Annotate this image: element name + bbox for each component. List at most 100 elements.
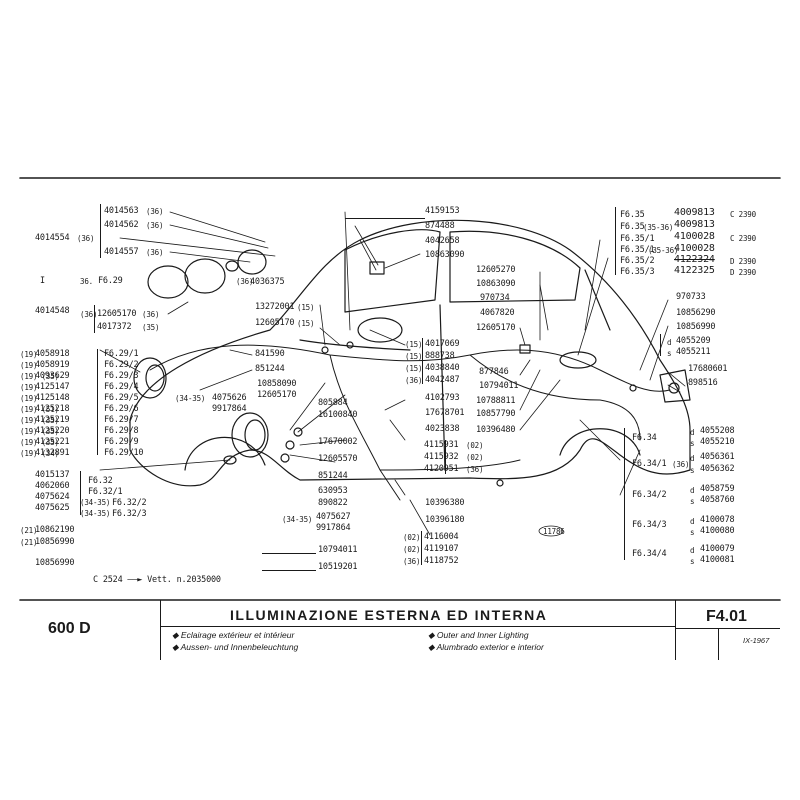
part-number: 4125147	[35, 382, 70, 392]
part-number: 4055208	[700, 426, 735, 436]
part-note: (36)	[236, 277, 254, 286]
part-number: 4062060	[35, 481, 70, 491]
part-number: 10856990	[35, 558, 75, 568]
title-divider-left	[160, 600, 161, 660]
part-number: 4014554	[35, 233, 70, 243]
part-number: 10794011	[479, 381, 519, 391]
part-note: (19) (35)	[20, 372, 59, 381]
part-number: 10863090	[425, 250, 465, 260]
part-note: (02)	[403, 533, 421, 542]
part-number: 4115932	[424, 452, 459, 462]
bracket-line	[660, 334, 661, 356]
part-number: 4100081	[700, 555, 735, 565]
connector-a	[321, 346, 329, 354]
part-number: 4125219	[35, 415, 70, 425]
bracket-line	[624, 428, 625, 560]
part-number: 4132891	[35, 448, 70, 458]
door-line	[439, 304, 446, 471]
subtitle-fr: ◆ Eclairage extérieur et intérieur	[172, 630, 295, 640]
part-number: 898516	[688, 378, 718, 388]
part-number: 10794011	[318, 545, 358, 555]
figure-ref: F6.32/3	[112, 509, 147, 519]
headlamp-left	[133, 357, 167, 399]
tail-light-bulb	[668, 382, 680, 394]
subtitle-en: ◆ Outer and Inner Lighting	[428, 630, 529, 640]
drawing-number: 11786	[543, 527, 565, 536]
connector-d	[285, 440, 295, 450]
part-note: (36)	[672, 460, 690, 469]
part-note: (36)	[405, 376, 423, 385]
part-number: 4120951	[424, 464, 459, 474]
part-number: 4100028	[674, 243, 715, 254]
bracket-line	[100, 204, 101, 258]
part-number: 17670002	[318, 437, 358, 447]
part-number: 4015137	[35, 470, 70, 480]
part-note: (19) (35)	[20, 438, 59, 447]
part-number: 12605270	[476, 265, 516, 275]
part-number: 4125148	[35, 393, 70, 403]
connector-e	[280, 453, 290, 463]
leader-rule	[262, 570, 316, 571]
side-indicator	[223, 455, 237, 465]
part-number: 10862190	[35, 525, 75, 535]
part-note: (15)	[297, 319, 315, 328]
side-marker: s	[690, 466, 695, 475]
figure-ref: F6.34/4	[632, 549, 667, 559]
part-number: 12605170	[255, 318, 295, 328]
part-note: (19)	[20, 350, 38, 359]
part-number: 4100079	[700, 544, 735, 554]
top-lamp	[369, 261, 385, 275]
side-marker: s	[690, 439, 695, 448]
part-number: 4038840	[425, 363, 460, 373]
part-number: 10396380	[425, 498, 465, 508]
figure-ref: F6.35	[620, 210, 645, 220]
part-note: (34-35)	[80, 509, 111, 518]
part-number: 4058759	[700, 484, 735, 494]
figure-ref: F6.35/2	[620, 256, 655, 266]
part-number: 10856290	[676, 308, 716, 318]
bracket-line	[422, 338, 423, 384]
part-number: 4014563	[104, 206, 139, 216]
part-number: 630953	[318, 486, 348, 496]
part-number: 4159153	[425, 206, 460, 216]
marker-one: I	[40, 276, 45, 286]
car-body-outline	[129, 219, 691, 487]
part-number: 4100028	[674, 231, 715, 242]
part-note: (15)	[405, 364, 423, 373]
part-number: 4067820	[480, 308, 515, 318]
part-number: 970734	[480, 293, 510, 303]
headlamp-bowl	[237, 249, 267, 275]
steering-wheel-right	[559, 351, 597, 369]
bracket-line	[97, 349, 98, 455]
part-number: 4055210	[700, 437, 735, 447]
part-number: 4058760	[700, 495, 735, 505]
part-number: 4017069	[425, 339, 460, 349]
part-number: 4100078	[700, 515, 735, 525]
supersession-code: D 2390	[730, 268, 756, 277]
supersession-code: C 2390	[730, 210, 756, 219]
part-number: 4058918	[35, 349, 70, 359]
part-number: 4125218	[35, 404, 70, 414]
part-note: (02)	[403, 545, 421, 554]
part-number: 10858090	[257, 379, 297, 389]
leader-rule	[345, 218, 425, 219]
part-note: (19) (34)	[20, 449, 59, 458]
bracket-line	[615, 207, 616, 275]
part-number: 874488	[425, 221, 455, 231]
part-number: 9917864	[212, 404, 247, 414]
part-number: 4036375	[250, 277, 285, 287]
figure-ref: F6.29/7	[104, 415, 139, 425]
part-number: 16100840	[318, 410, 358, 420]
part-number: 4075625	[35, 503, 70, 513]
figure-ref: F6.29/2	[104, 360, 139, 370]
part-number-superseded: 4122324	[674, 254, 715, 265]
figure-ref: F6.35/1	[620, 245, 655, 255]
connector-b	[346, 341, 354, 349]
figure-ref: F6.34/3	[632, 520, 667, 530]
side-marker: d	[690, 454, 695, 463]
part-number: 851244	[318, 471, 348, 481]
part-number: 4017372	[97, 322, 132, 332]
part-number: 10396180	[425, 515, 465, 525]
